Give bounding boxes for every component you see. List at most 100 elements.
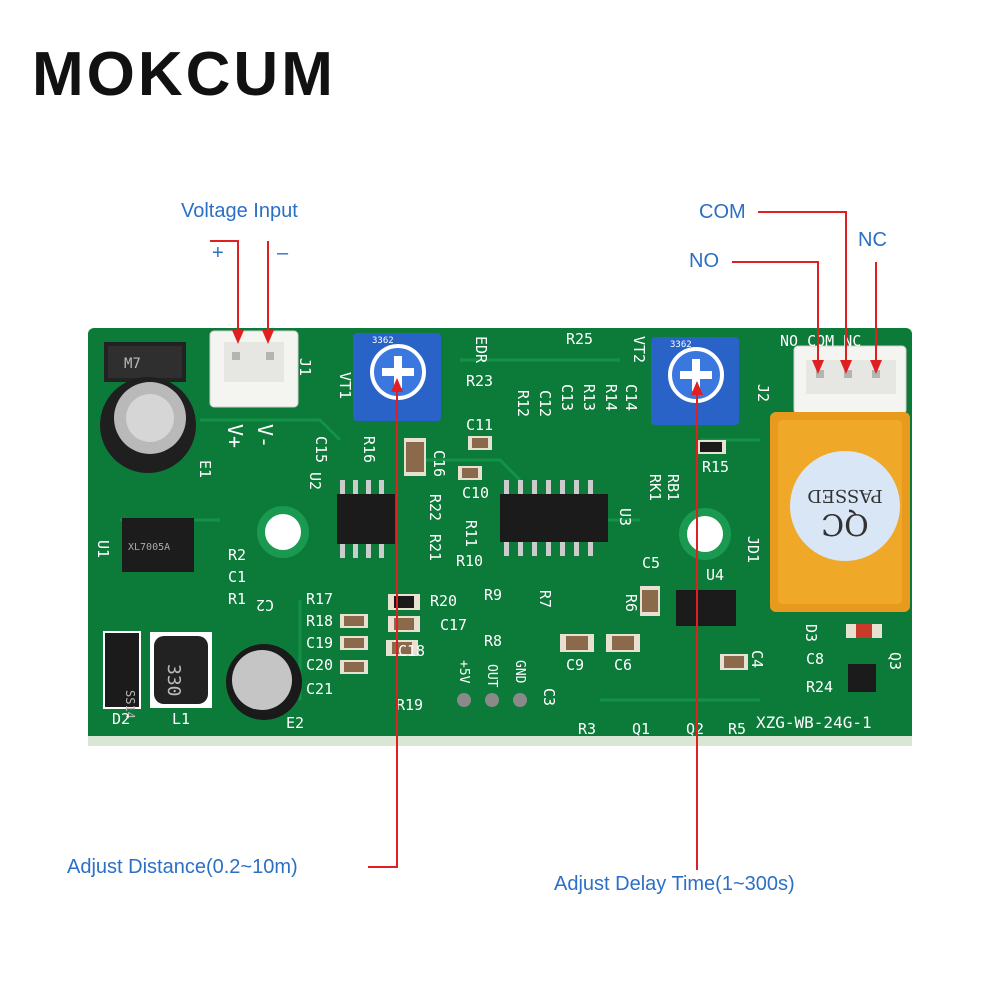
leader-arrows xyxy=(232,330,882,395)
svg-text:VT2: VT2 xyxy=(630,336,648,363)
svg-text:R20: R20 xyxy=(430,592,457,610)
svg-text:R17: R17 xyxy=(306,590,333,608)
svg-text:R5: R5 xyxy=(728,720,746,738)
ic-u1 xyxy=(122,518,194,572)
diode-d1-code: M7 xyxy=(124,356,141,372)
label-com: COM xyxy=(699,201,746,223)
ic-u2 xyxy=(337,494,395,544)
mount-hole-right xyxy=(679,508,731,560)
header-pins xyxy=(457,693,527,707)
svg-text:C1: C1 xyxy=(228,568,246,586)
svg-text:R8: R8 xyxy=(484,632,502,650)
svg-text:C6: C6 xyxy=(614,656,632,674)
svg-text:C10: C10 xyxy=(462,484,489,502)
svg-text:Q2: Q2 xyxy=(686,720,704,738)
svg-text:R6: R6 xyxy=(622,594,640,612)
svg-text:R9: R9 xyxy=(484,586,502,604)
leader-lines xyxy=(210,211,877,870)
svg-text:R21: R21 xyxy=(426,534,444,561)
svg-text:R11: R11 xyxy=(462,520,480,547)
svg-text:JD1: JD1 xyxy=(744,536,762,563)
svg-text:EDR: EDR xyxy=(472,336,490,364)
qc-sticker-text-passed: PASSED xyxy=(807,485,882,506)
svg-text:OUT: OUT xyxy=(484,664,499,688)
svg-text:C3: C3 xyxy=(540,688,558,706)
svg-text:C8: C8 xyxy=(806,650,824,668)
qc-sticker-text-qc: QC xyxy=(821,506,869,541)
svg-text:C12: C12 xyxy=(536,390,554,417)
svg-text:U4: U4 xyxy=(706,566,724,584)
svg-text:E2: E2 xyxy=(286,714,304,732)
svg-text:R24: R24 xyxy=(806,678,833,696)
svg-text:R12: R12 xyxy=(514,390,532,417)
svg-text:R15: R15 xyxy=(702,458,729,476)
svg-text:R25: R25 xyxy=(566,330,593,348)
svg-text:C16: C16 xyxy=(430,450,448,477)
svg-text:3362: 3362 xyxy=(670,340,692,350)
svg-text:C11: C11 xyxy=(466,416,493,434)
svg-text:U2: U2 xyxy=(306,472,324,490)
svg-text:C18: C18 xyxy=(398,642,425,660)
svg-text:D3: D3 xyxy=(802,624,820,642)
svg-text:R18: R18 xyxy=(306,612,333,630)
svg-text:V-: V- xyxy=(253,424,277,448)
leader-plus xyxy=(210,240,239,339)
svg-text:C19: C19 xyxy=(306,634,333,652)
svg-text:L1: L1 xyxy=(172,710,190,728)
svg-text:R13: R13 xyxy=(580,384,598,411)
inductor-code: 330 xyxy=(163,664,184,697)
svg-text:R2: R2 xyxy=(228,546,246,564)
svg-text:U3: U3 xyxy=(616,508,634,526)
svg-text:C17: C17 xyxy=(440,616,467,634)
svg-text:C14: C14 xyxy=(622,384,640,411)
leader-no xyxy=(732,261,819,368)
svg-text:R10: R10 xyxy=(456,552,483,570)
svg-text:C15: C15 xyxy=(312,436,330,463)
svg-text:C21: C21 xyxy=(306,680,333,698)
diode-d2 xyxy=(103,631,141,709)
mount-hole-left xyxy=(257,506,309,558)
svg-text:R14: R14 xyxy=(602,384,620,411)
svg-text:J1: J1 xyxy=(296,358,314,376)
svg-text:RK1: RK1 xyxy=(646,474,664,501)
svg-text:C13: C13 xyxy=(558,384,576,411)
silkscreen-labels: J1 V+ V- E1 U1 R2 C1 R1 C2 D2 L1 E2 VT1 … xyxy=(94,330,904,738)
ic-u3 xyxy=(500,494,608,542)
svg-text:Q3: Q3 xyxy=(886,652,904,670)
label-minus: – xyxy=(277,242,289,264)
svg-text:R7: R7 xyxy=(536,590,554,608)
svg-text:RB1: RB1 xyxy=(664,474,682,501)
label-nc: NC xyxy=(858,229,887,251)
board-model: XZG-WB-24G-1 xyxy=(756,713,872,732)
diode-d2-code: SS14 xyxy=(123,690,137,719)
label-voltage-input: Voltage Input xyxy=(181,200,298,222)
svg-text:C5: C5 xyxy=(642,554,660,572)
leader-com xyxy=(758,211,847,368)
svg-text:R19: R19 xyxy=(396,696,423,714)
label-no: NO xyxy=(689,250,719,272)
svg-text:R22: R22 xyxy=(426,494,444,521)
j2-terminal-label: NO COM NC xyxy=(780,332,861,350)
ic-u1-code: XL7005A xyxy=(128,542,170,553)
svg-text:GND: GND xyxy=(512,660,527,684)
svg-text:3362: 3362 xyxy=(372,336,394,346)
svg-text:C4: C4 xyxy=(748,650,766,668)
svg-text:J2: J2 xyxy=(754,384,772,402)
svg-text:R16: R16 xyxy=(360,436,378,463)
leader-adjust-distance xyxy=(368,380,398,868)
svg-text:R3: R3 xyxy=(578,720,596,738)
svg-text:Q1: Q1 xyxy=(632,720,650,738)
qc-sticker xyxy=(790,451,900,561)
svg-text:C2: C2 xyxy=(256,596,274,614)
pcb-edge xyxy=(88,736,912,746)
svg-text:E1: E1 xyxy=(196,460,214,478)
svg-text:VT1: VT1 xyxy=(336,372,354,399)
svg-text:+5V: +5V xyxy=(456,660,471,684)
svg-text:C20: C20 xyxy=(306,656,333,674)
label-plus: + xyxy=(212,242,224,264)
svg-text:V+: V+ xyxy=(223,424,247,448)
svg-text:C9: C9 xyxy=(566,656,584,674)
brand-logo: MOKCUM xyxy=(32,40,336,109)
svg-text:U1: U1 xyxy=(94,540,112,558)
